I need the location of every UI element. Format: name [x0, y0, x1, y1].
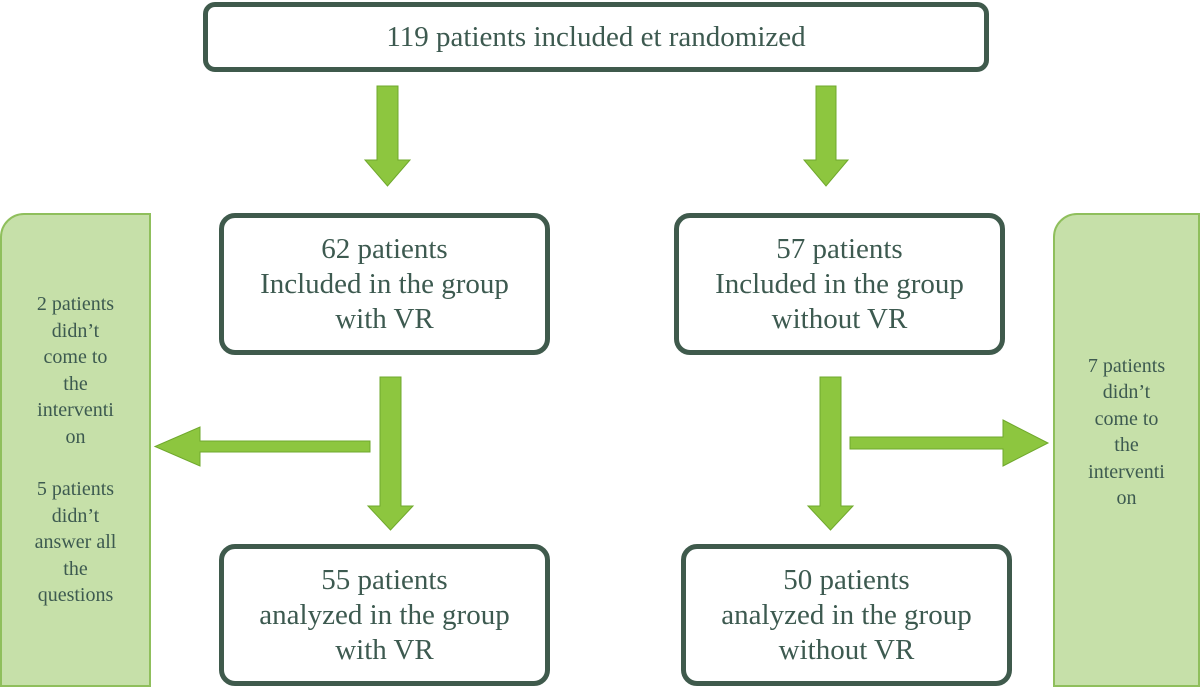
vr-exclusion-note2-line-2: didn’t [51, 504, 100, 527]
vr-analyzed-box: 55 patients analyzed in the group with V… [219, 544, 550, 686]
novr-analyzed-line-1: 50 patients [783, 563, 910, 596]
vr-group-line-1: 62 patients [321, 232, 448, 265]
vr-group-line-3: with VR [335, 302, 434, 335]
novr-exclusion-panel: 7 patients didn’t come to the interventi… [1053, 213, 1200, 687]
vr-group-box: 62 patients Included in the group with V… [219, 213, 550, 355]
vr-exclusion-note1-line-5: interventi [37, 399, 114, 422]
novr-analyzed-line-2: analyzed in the group [721, 598, 972, 631]
vr-exclusion-panel: 2 patients didn’t come to the interventi… [0, 213, 151, 687]
novr-exclusion-line-4: the [1114, 434, 1139, 456]
vr-exclusion-note1-line-1: 2 patients [36, 293, 115, 316]
novr-exclusion-line-1: 7 patients [1087, 354, 1166, 377]
randomized-box: 119 patients included et randomized [203, 2, 989, 72]
arrow-left-to-exclusions [153, 426, 371, 467]
vr-exclusion-note2-line-4: the [63, 557, 88, 580]
randomized-text: 119 patients included et randomized [386, 20, 806, 53]
vr-analyzed-line-1: 55 patients [321, 563, 448, 596]
novr-group-line-1: 57 patients [776, 232, 903, 265]
novr-analyzed-line-3: without VR [778, 633, 915, 666]
vr-analyzed-line-3: with VR [335, 633, 434, 666]
novr-exclusion-line-5: interventi [1088, 460, 1165, 483]
vr-group-line-2: Included in the group [260, 267, 509, 300]
novr-exclusion-line-6: on [1116, 487, 1137, 509]
novr-exclusion-line-3: come to [1094, 407, 1159, 430]
vr-exclusion-note2-line-5: questions [37, 584, 114, 607]
vr-exclusion-note1-line-3: come to [43, 346, 108, 369]
vr-exclusion-note1-line-2: didn’t [51, 319, 100, 342]
arrow-down-to-vr-analyzed [366, 376, 415, 531]
novr-exclusion-line-2: didn’t [1102, 381, 1151, 403]
novr-analyzed-box: 50 patients analyzed in the group withou… [681, 544, 1012, 686]
vr-analyzed-line-2: analyzed in the group [259, 598, 510, 631]
novr-group-box: 57 patients Included in the group withou… [674, 213, 1005, 355]
arrow-down-to-novr-group [802, 85, 850, 187]
novr-group-line-3: without VR [771, 302, 908, 335]
vr-exclusion-note2-line-1: 5 patients [36, 478, 115, 501]
arrow-right-to-exclusions [849, 419, 1050, 467]
vr-exclusion-note2-line-3: answer all [34, 531, 117, 554]
arrow-down-to-novr-analyzed [806, 376, 855, 531]
vr-exclusion-spacer [35, 450, 117, 476]
vr-exclusion-note1-line-4: the [63, 372, 88, 395]
arrow-down-to-vr-group [363, 85, 412, 187]
vr-exclusion-note1-line-6: on [65, 425, 86, 448]
novr-group-line-2: Included in the group [715, 267, 964, 300]
